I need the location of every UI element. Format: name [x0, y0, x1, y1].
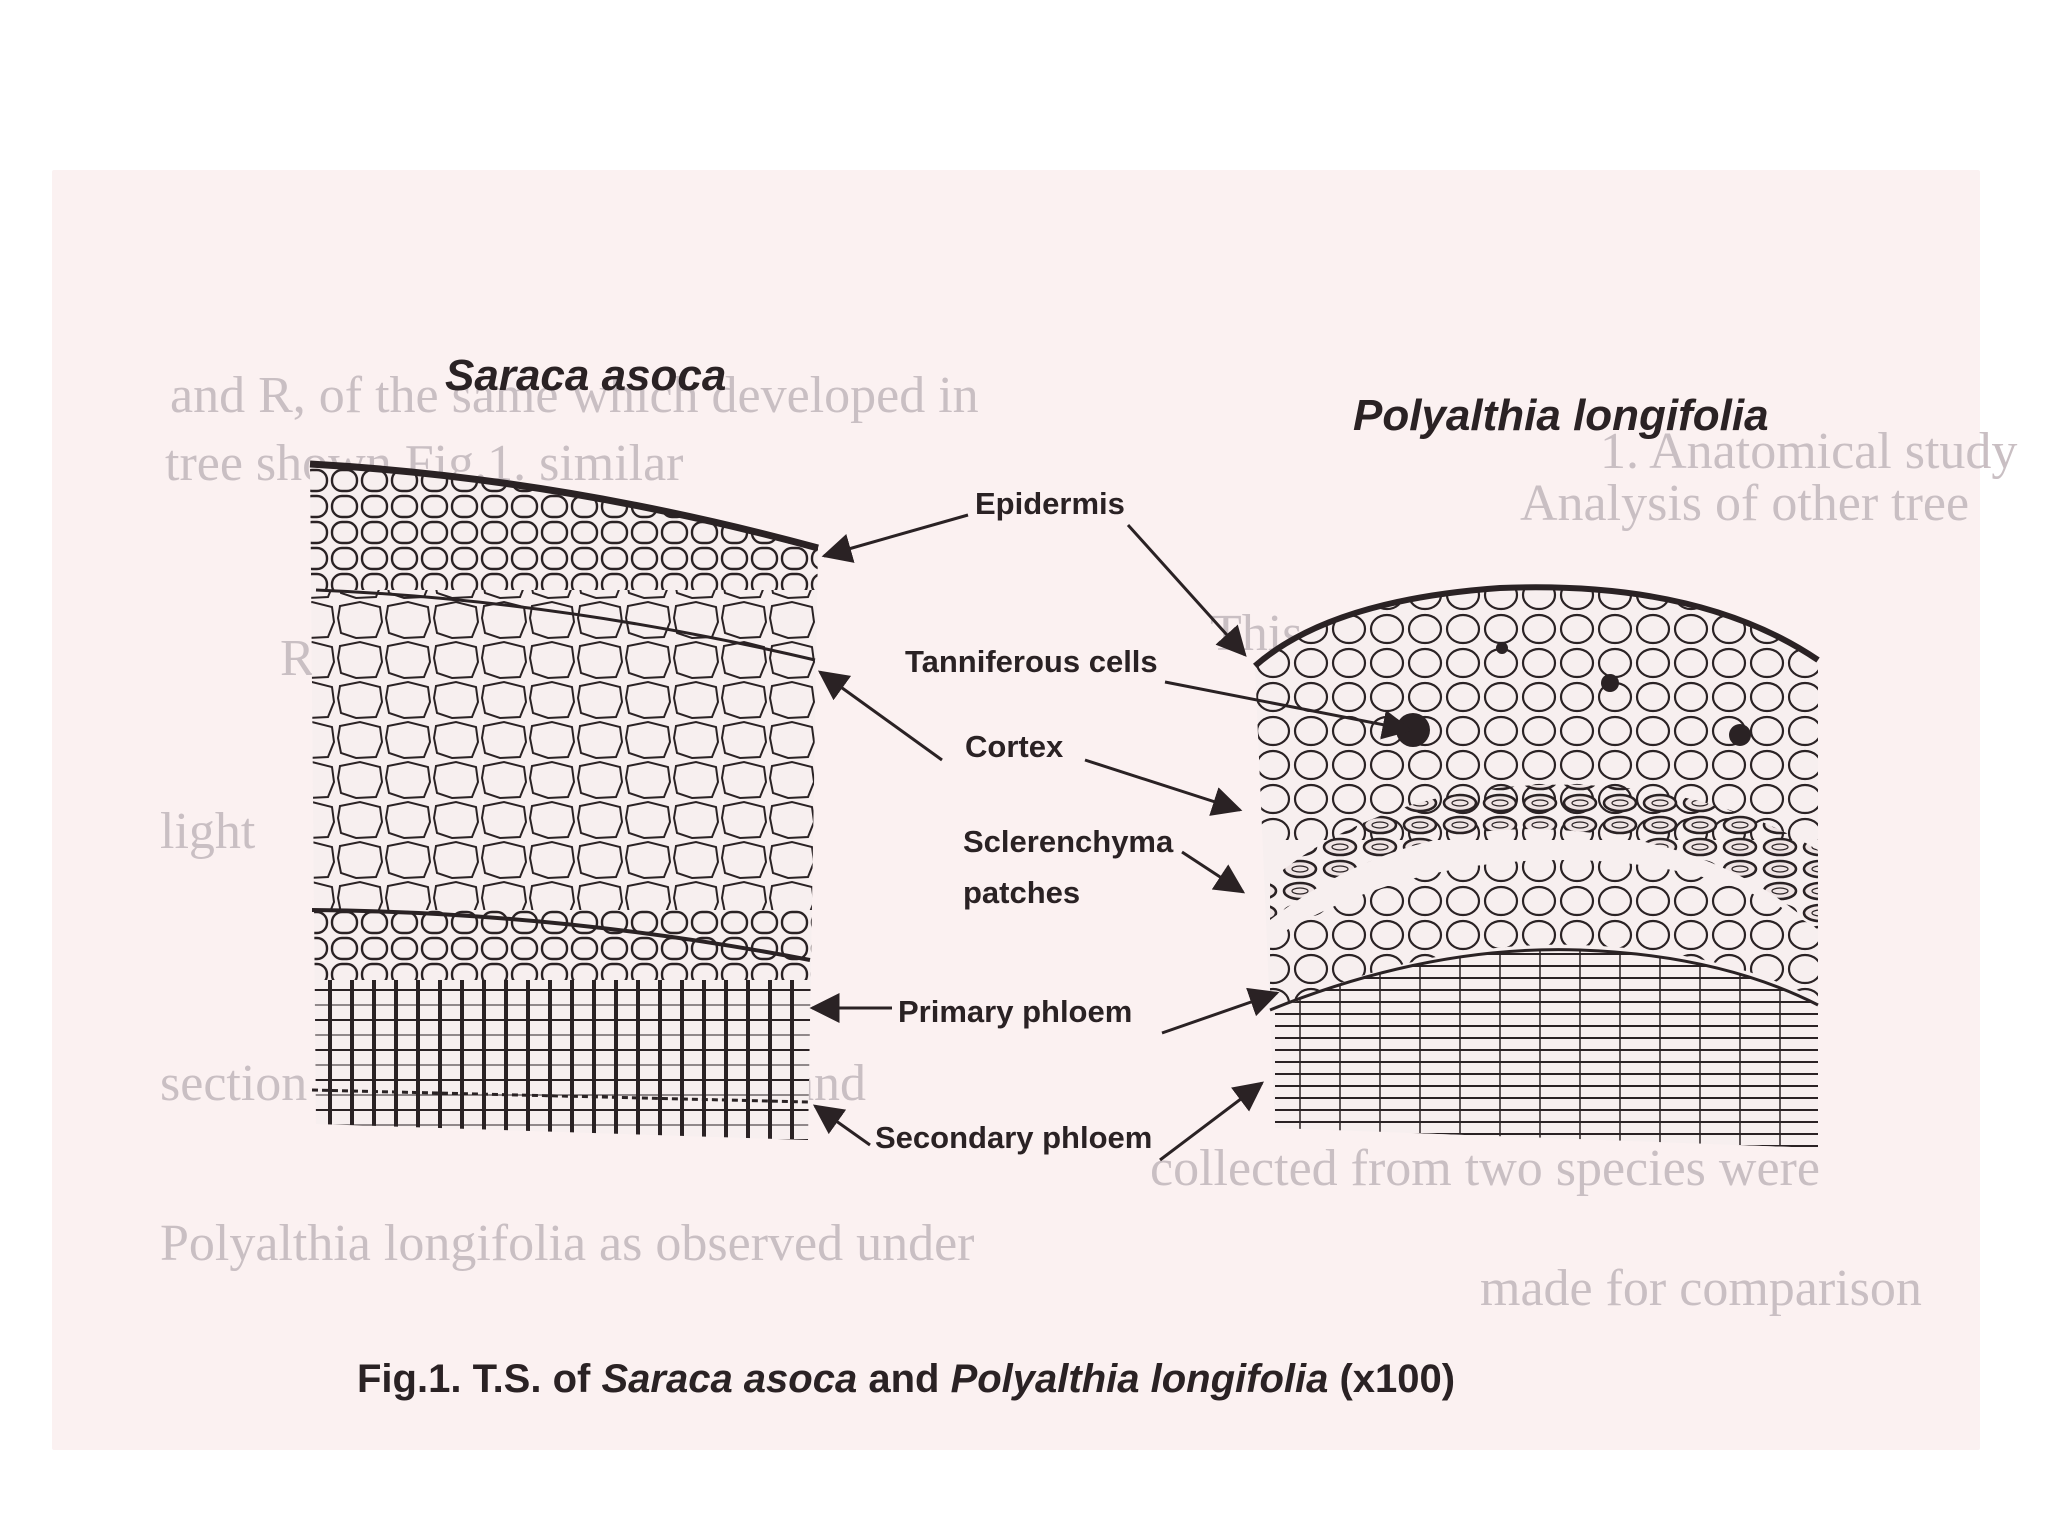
arrow-epidermis-right: [1126, 523, 1247, 657]
ghost-line: light: [160, 803, 256, 860]
arrow-secondary-phloem-right: [1159, 1081, 1264, 1162]
arrow-sclerenchyma: [1181, 850, 1246, 894]
label-epidermis: Epidermis: [975, 486, 1125, 521]
label-sclerenchyma-line1: Sclerenchyma: [963, 824, 1174, 859]
species-title-right: Polyalthia longifolia: [1353, 391, 1769, 440]
secondary-phloem-cells-right: [1275, 949, 1818, 1148]
ghost-line: Polyalthia longifolia as observed under: [160, 1215, 974, 1272]
leader-arrows: [809, 513, 1413, 1162]
arrow-tanniferous: [1164, 680, 1413, 740]
epidermis-outline-left: [309, 460, 819, 552]
caption-prefix: Fig.1. T.S. of: [357, 1357, 601, 1401]
arrow-secondary-phloem-left: [812, 1104, 871, 1147]
tanniferous-cell-right: [1496, 642, 1508, 654]
tanniferous-cell-right: [1601, 674, 1619, 692]
tanniferous-cell-right: [1729, 724, 1751, 746]
caption-species-b: Polyalthia longifolia: [951, 1357, 1329, 1401]
label-sclerenchyma-line2: patches: [963, 875, 1080, 910]
caption-species-a: Saraca asoca: [601, 1357, 857, 1401]
label-primary-phloem: Primary phloem: [898, 994, 1132, 1029]
cortex-cells-left: [310, 590, 818, 910]
ghost-line: made for comparison: [1480, 1260, 1922, 1317]
arrow-epidermis-left: [821, 513, 969, 563]
arrow-primary-phloem-right: [1161, 987, 1280, 1035]
caption-conjunction: and: [857, 1357, 950, 1401]
arrow-cortex-left: [817, 670, 943, 762]
tanniferous-cell-right: [1396, 713, 1430, 747]
ghost-line: 1. Anatomical study: [1600, 423, 2017, 480]
label-cortex: Cortex: [965, 729, 1064, 764]
label-secondary-phloem: Secondary phloem: [875, 1120, 1152, 1155]
secondary-phloem-cells-left: [310, 980, 818, 1140]
polyalthia-longifolia-section: [1253, 584, 1820, 1148]
ghost-line: collected from two species were: [1150, 1140, 1820, 1197]
species-title-left: Saraca asoca: [445, 351, 726, 400]
label-tanniferous-cells: Tanniferous cells: [905, 644, 1158, 679]
caption-magnification: (x100): [1328, 1357, 1455, 1401]
figure-caption: Fig.1. T.S. of Saraca asoca and Polyalth…: [357, 1357, 1455, 1401]
labels: Epidermis Tanniferous cells Cortex Scler…: [875, 486, 1174, 1155]
ghost-line: Analysis of other tree: [1520, 475, 1969, 532]
epidermis-outline-right: [1253, 584, 1820, 669]
primary-phloem-cells-left: [310, 910, 818, 980]
ghost-line: and R, of the same which developed in: [170, 367, 979, 424]
sclerenchyma-patches-right: [1270, 784, 1818, 930]
saraca-asoca-section: [309, 460, 819, 1140]
arrow-cortex-right: [1084, 758, 1243, 816]
